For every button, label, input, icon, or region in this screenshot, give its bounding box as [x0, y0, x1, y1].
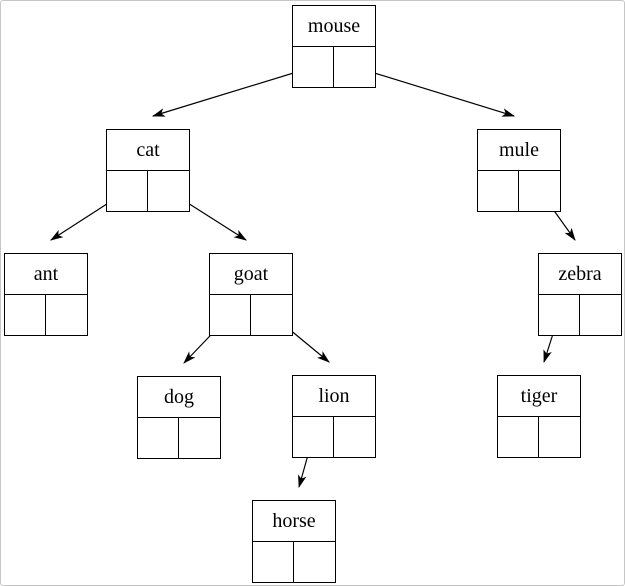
pointer-row: [478, 171, 560, 211]
tree-node-ant: ant: [4, 253, 88, 336]
tree-node-dog: dog: [137, 376, 221, 459]
tree-node-horse: horse: [252, 500, 336, 583]
tree-node-zebra: zebra: [538, 253, 622, 336]
left-pointer-cell: [210, 295, 251, 335]
right-pointer-cell: [334, 417, 375, 457]
left-pointer-cell: [293, 417, 334, 457]
node-label: mule: [478, 130, 560, 171]
right-pointer-cell: [294, 542, 335, 582]
tree-node-goat: goat: [209, 253, 293, 336]
right-pointer-cell: [580, 295, 621, 335]
node-label: mouse: [293, 6, 375, 47]
right-pointer-cell: [46, 295, 87, 335]
pointer-row: [253, 542, 335, 582]
right-pointer-cell: [539, 417, 580, 457]
node-label: lion: [293, 376, 375, 417]
tree-node-mule: mule: [477, 129, 561, 212]
node-label: cat: [107, 130, 189, 171]
right-pointer-cell: [519, 171, 560, 211]
tree-node-lion: lion: [292, 375, 376, 458]
left-pointer-cell: [293, 47, 334, 87]
node-label: goat: [210, 254, 292, 295]
pointer-row: [293, 47, 375, 87]
pointer-row: [293, 417, 375, 457]
node-label: horse: [253, 501, 335, 542]
node-label: dog: [138, 377, 220, 418]
pointer-row: [210, 295, 292, 335]
tree-node-tiger: tiger: [497, 375, 581, 458]
left-pointer-cell: [138, 418, 179, 458]
pointer-row: [539, 295, 621, 335]
right-pointer-cell: [148, 171, 189, 211]
node-label: tiger: [498, 376, 580, 417]
left-pointer-cell: [478, 171, 519, 211]
pointer-row: [498, 417, 580, 457]
left-pointer-cell: [253, 542, 294, 582]
left-pointer-cell: [107, 171, 148, 211]
pointer-row: [5, 295, 87, 335]
node-label: ant: [5, 254, 87, 295]
pointer-row: [138, 418, 220, 458]
tree-node-cat: cat: [106, 129, 190, 212]
right-pointer-cell: [251, 295, 292, 335]
pointer-row: [107, 171, 189, 211]
tree-node-mouse: mouse: [292, 5, 376, 88]
left-pointer-cell: [498, 417, 539, 457]
edge-mouse-cat: [151, 66, 314, 117]
right-pointer-cell: [334, 47, 375, 87]
right-pointer-cell: [179, 418, 220, 458]
edge-mouse-mule: [354, 66, 516, 117]
left-pointer-cell: [539, 295, 580, 335]
node-label: zebra: [539, 254, 621, 295]
left-pointer-cell: [5, 295, 46, 335]
